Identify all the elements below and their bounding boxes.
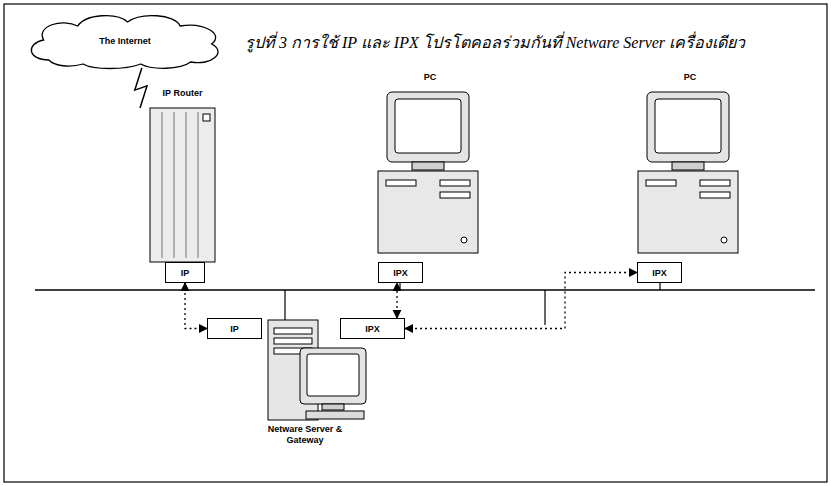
pc-device: PC IPX <box>370 72 490 285</box>
device-label: PC <box>630 72 750 83</box>
protocol-label: IP <box>181 268 190 278</box>
protocol-box: IP <box>207 318 262 339</box>
internet-cloud: The Internet <box>20 10 230 72</box>
protocol-label: IPX <box>393 268 408 278</box>
protocol-box: IPX <box>637 262 682 283</box>
router-device: IP RouterIP <box>140 88 225 285</box>
lightning-link <box>135 68 147 108</box>
data-path-connector <box>185 283 207 329</box>
data-path-connector <box>396 283 397 318</box>
protocol-box: IP <box>165 262 205 283</box>
device-label: PC <box>370 72 490 83</box>
protocol-label: IPX <box>365 324 380 334</box>
protocol-box: IPX <box>340 318 405 339</box>
figure-title: รูปที่ 3 การใช้ IP และ IPX โปรโตคอลร่วมก… <box>245 30 745 55</box>
server-device: Netware Server & Gateway IP IPX <box>200 316 415 478</box>
protocol-label: IPX <box>652 268 667 278</box>
protocol-label: IP <box>230 324 239 334</box>
cloud-label: The Internet <box>20 10 230 72</box>
pc-device: PC IPX <box>630 72 750 285</box>
device-label: Netware Server & Gateway <box>255 424 355 447</box>
data-path-connector <box>405 273 637 329</box>
device-label: IP Router <box>140 88 225 99</box>
protocol-box: IPX <box>378 262 423 283</box>
